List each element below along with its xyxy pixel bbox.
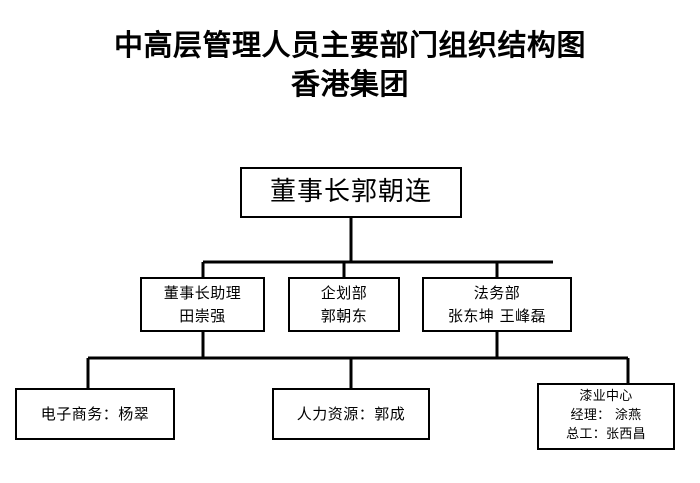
node-chairman-assistant-line-1: 董事长助理 xyxy=(163,284,242,302)
node-paint-center[interactable]: 漆业中心 经理： 涂燕 总工：张西昌 xyxy=(537,383,675,450)
node-planning-department-line-1: 企划部 xyxy=(320,284,368,302)
node-chairman-line-1: 董事长郭朝连 xyxy=(269,177,432,208)
node-paint-center-line-1: 漆业中心 xyxy=(579,389,633,405)
node-chairman-assistant[interactable]: 董事长助理 田崇强 xyxy=(140,277,265,332)
node-chairman-assistant-line-2: 田崇强 xyxy=(179,306,226,325)
page-title: 中高层管理人员主要部门组织结构图 香港集团 xyxy=(0,26,700,104)
node-legal-department-line-2: 张东坤 王峰磊 xyxy=(447,306,547,325)
node-planning-department-line-2: 郭朝东 xyxy=(320,306,368,325)
node-paint-center-line-3: 总工：张西昌 xyxy=(566,426,646,442)
node-ecommerce-line-1: 电子商务：杨翠 xyxy=(40,404,150,423)
node-paint-center-line-2: 经理： 涂燕 xyxy=(570,408,642,424)
node-legal-department[interactable]: 法务部 张东坤 王峰磊 xyxy=(422,277,572,332)
node-chairman[interactable]: 董事长郭朝连 xyxy=(240,167,462,218)
title-line-1: 中高层管理人员主要部门组织结构图 xyxy=(113,28,586,62)
node-human-resources[interactable]: 人力资源：郭成 xyxy=(272,388,430,440)
title-line-2: 香港集团 xyxy=(290,67,409,102)
node-human-resources-line-1: 人力资源：郭成 xyxy=(296,404,406,423)
node-planning-department[interactable]: 企划部 郭朝东 xyxy=(288,277,400,332)
node-legal-department-line-1: 法务部 xyxy=(473,284,521,302)
node-ecommerce[interactable]: 电子商务：杨翠 xyxy=(15,388,175,440)
